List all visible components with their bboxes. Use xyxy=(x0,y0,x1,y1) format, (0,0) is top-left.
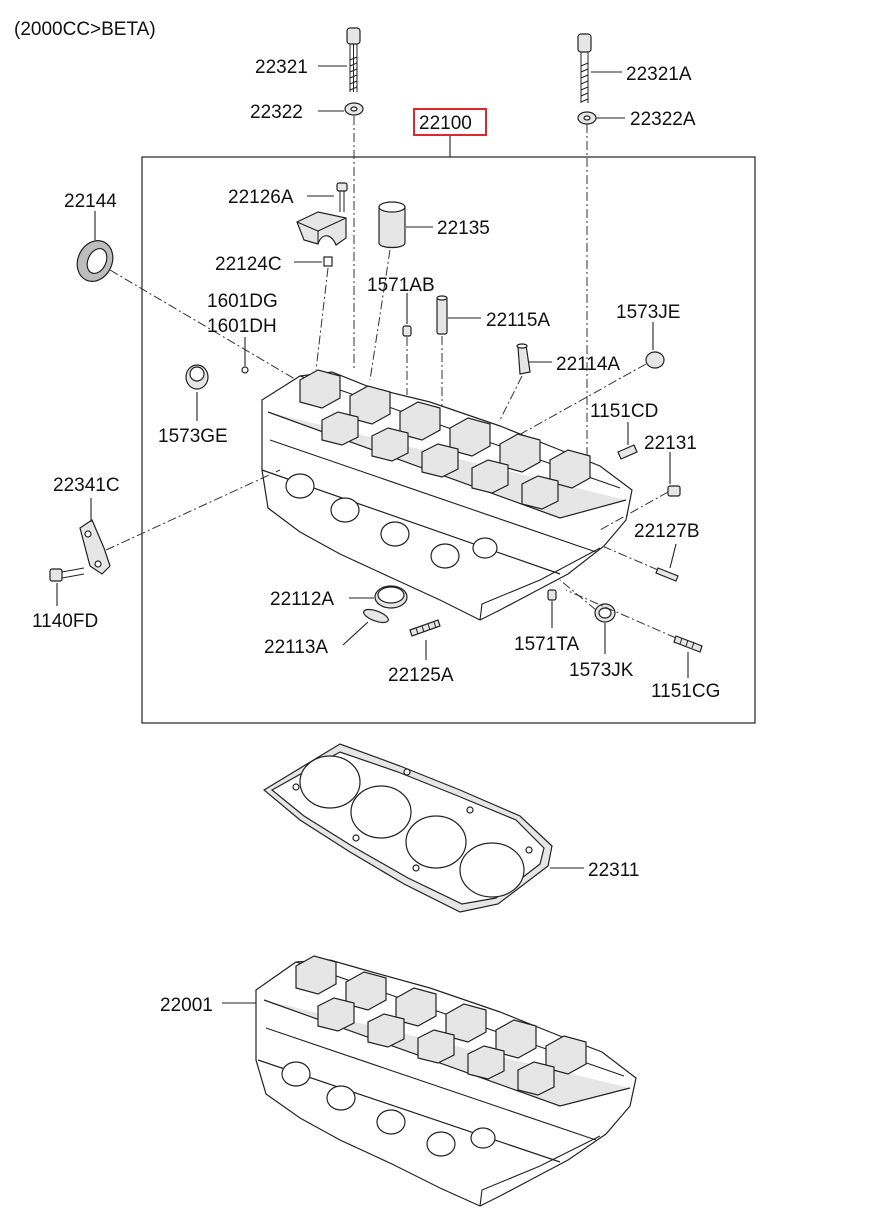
stud-22125A xyxy=(409,619,441,637)
callout-22115A[interactable]: 22115A xyxy=(486,310,550,331)
plug-22112A xyxy=(374,585,408,609)
tube-22135 xyxy=(378,201,406,249)
callout-22100[interactable]: 22100 xyxy=(419,113,472,134)
cylinder-head-assembly-illustration xyxy=(261,369,633,621)
callout-22126A[interactable]: 22126A xyxy=(228,187,294,208)
bearing-cap-22124C xyxy=(296,211,347,267)
seal-ring-22113A xyxy=(363,608,389,624)
stud-22127B xyxy=(655,567,679,582)
seal-22114A xyxy=(516,343,531,375)
callout-22321A[interactable]: 22321A xyxy=(626,64,692,85)
callout-1151CG[interactable]: 1151CG xyxy=(651,681,720,702)
callout-22127B[interactable]: 22127B xyxy=(634,521,700,542)
oil-seal-22144 xyxy=(76,240,114,282)
washer-22322 xyxy=(344,102,364,116)
cylinder-head-complete-22001 xyxy=(255,955,637,1207)
callout-1571TA[interactable]: 1571TA xyxy=(514,634,579,655)
callout-1151CD[interactable]: 1151CD xyxy=(590,401,658,422)
callout-22113A[interactable]: 22113A xyxy=(264,637,328,658)
plug-1573GE xyxy=(185,364,209,390)
variant-label: (2000CC>BETA) xyxy=(14,19,156,40)
callout-22114A[interactable]: 22114A xyxy=(556,354,620,375)
bolt-1140FD xyxy=(49,567,85,582)
head-bolt-22321A xyxy=(577,33,592,103)
callout-22322A[interactable]: 22322A xyxy=(630,109,696,130)
callout-22112A[interactable]: 22112A xyxy=(270,589,334,610)
bracket-22341C xyxy=(79,519,111,575)
bolt-22131 xyxy=(667,485,681,497)
plug-1573JK xyxy=(594,603,616,623)
highlight-22100 xyxy=(413,108,487,136)
callout-22135[interactable]: 22135 xyxy=(437,218,490,239)
callout-22311[interactable]: 22311 xyxy=(588,860,639,881)
pin-1571AB xyxy=(402,325,412,337)
pin-1571TA xyxy=(547,589,557,601)
callout-22131[interactable]: 22131 xyxy=(644,433,697,454)
callout-22124C[interactable]: 22124C xyxy=(215,254,282,275)
plug-1151CG xyxy=(673,635,703,653)
valve-guide-22115A xyxy=(436,295,448,335)
callout-22321[interactable]: 22321 xyxy=(255,57,308,78)
callout-22125A[interactable]: 22125A xyxy=(388,665,454,686)
head-bolt-22321 xyxy=(346,27,361,92)
callout-1571AB[interactable]: 1571AB xyxy=(367,275,435,296)
plug-1573JE xyxy=(645,351,665,369)
callout-1573JE[interactable]: 1573JE xyxy=(616,302,680,323)
callout-1573JK[interactable]: 1573JK xyxy=(569,660,634,681)
callout-22341C[interactable]: 22341C xyxy=(53,475,120,496)
head-gasket-22311 xyxy=(262,743,553,913)
callout-22322[interactable]: 22322 xyxy=(250,102,303,123)
callout-1573GE[interactable]: 1573GE xyxy=(158,426,228,447)
assembly-box xyxy=(141,156,756,724)
callout-1140FD[interactable]: 1140FD xyxy=(32,611,98,632)
washer-22322A xyxy=(577,111,597,125)
bolt-22126A xyxy=(336,182,348,212)
callout-22001[interactable]: 22001 xyxy=(160,995,213,1016)
callout-1601DH[interactable]: 1601DH xyxy=(207,316,277,337)
plug-1151CD xyxy=(617,444,638,460)
callout-1601DG[interactable]: 1601DG xyxy=(207,291,278,312)
callout-22144[interactable]: 22144 xyxy=(64,191,117,212)
